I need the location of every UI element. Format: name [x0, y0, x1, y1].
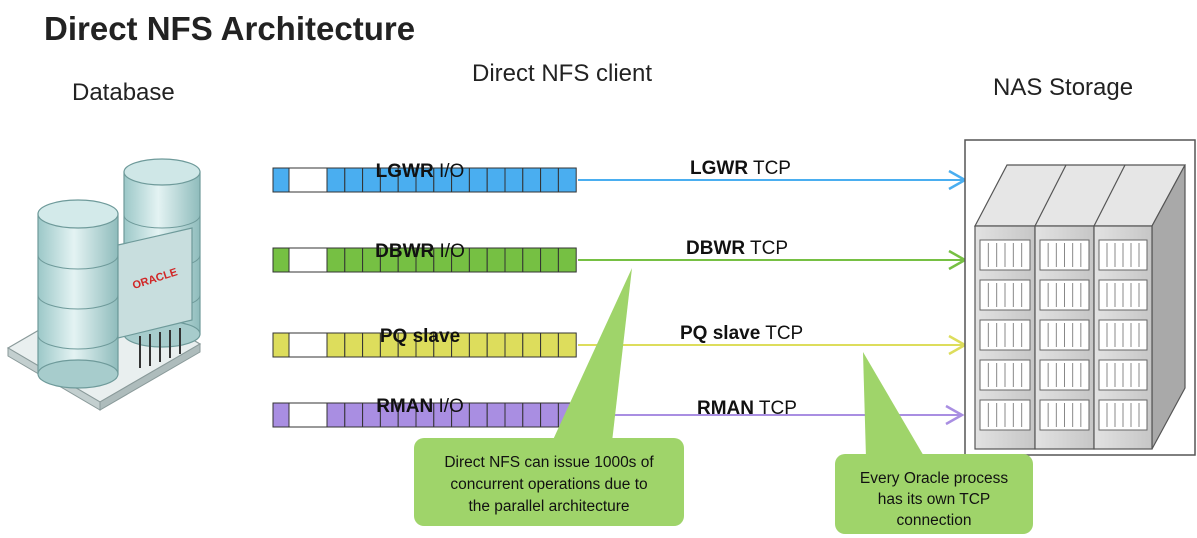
page-title: Direct NFS Architecture	[44, 10, 415, 47]
callout-tcp-line-3: connection	[897, 512, 972, 529]
tcp-label-process: DBWR	[686, 238, 745, 259]
callout-parallel-line-2: concurrent operations due to	[450, 476, 647, 493]
nas-storage-icon	[964, 139, 1196, 456]
callout-parallel-line-3: the parallel architecture	[468, 498, 629, 515]
tcp-label-process: LGWR	[690, 158, 748, 179]
tcp-label-suffix: TCP	[754, 398, 797, 419]
storage-header: NAS Storage	[993, 74, 1133, 101]
tcp-label-process: PQ slave	[680, 323, 760, 344]
tcp-label-lgwr: LGWR TCP	[690, 158, 791, 179]
queue-label-pq: PQ slave	[380, 326, 460, 347]
callout-tcp-line-1: Every Oracle process	[860, 470, 1008, 487]
queue-rman	[272, 402, 577, 428]
queue-label-suffix: I/O	[433, 396, 464, 417]
tcp-label-suffix: TCP	[760, 323, 803, 344]
queue-label-lgwr: LGWR I/O	[376, 161, 465, 182]
queue-pq	[272, 332, 577, 358]
queue-label-suffix: I/O	[434, 161, 465, 182]
queue-label-dbwr: DBWR I/O	[375, 241, 465, 262]
client-header: Direct NFS client	[472, 60, 652, 87]
tcp-label-dbwr: DBWR TCP	[686, 238, 788, 259]
tcp-label-suffix: TCP	[748, 158, 791, 179]
callout-tcp-line-2: has its own TCP	[878, 491, 991, 508]
queue-label-suffix: I/O	[434, 241, 465, 262]
queue-label-process: DBWR	[375, 241, 434, 262]
queue-lgwr	[272, 167, 577, 193]
tcp-label-process: RMAN	[697, 398, 754, 419]
queue-label-rman: RMAN I/O	[376, 396, 464, 417]
tcp-label-pq: PQ slave TCP	[680, 323, 803, 344]
database-icon	[6, 158, 202, 411]
callout-parallel: Direct NFS can issue 1000s of concurrent…	[414, 268, 684, 526]
callout-parallel-line-1: Direct NFS can issue 1000s of	[444, 454, 654, 471]
queue-label-process: RMAN	[376, 396, 433, 417]
tcp-label-suffix: TCP	[745, 238, 788, 259]
arrow-head-rman	[945, 404, 965, 426]
queue-label-process: LGWR	[376, 161, 434, 182]
queue-label-process: PQ slave	[380, 326, 460, 347]
callout-tcp: Every Oracle process has its own TCP con…	[835, 352, 1033, 534]
queue-dbwr	[272, 247, 577, 273]
database-header: Database	[72, 79, 175, 106]
tcp-label-rman: RMAN TCP	[697, 398, 797, 419]
